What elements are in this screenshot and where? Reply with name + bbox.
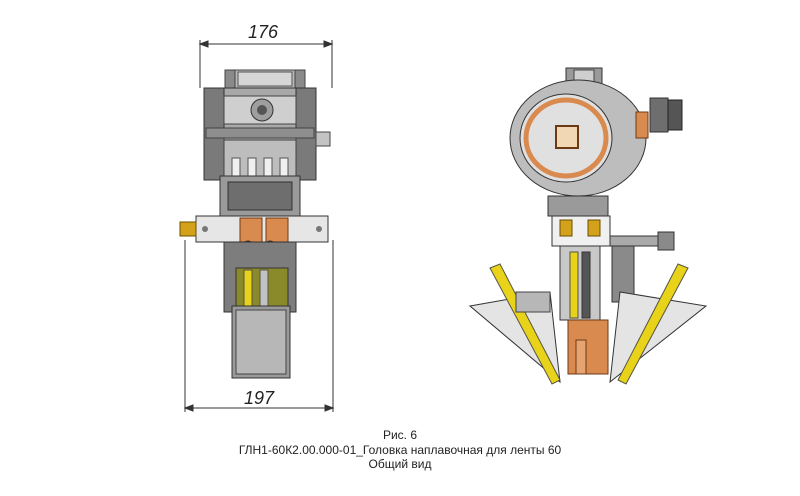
dimension-top: [198, 40, 334, 88]
figure-title: ГЛН1-60К2.00.000-01_Головка наплавочная …: [238, 443, 562, 457]
front-view: [179, 40, 335, 412]
figure-number: Рис. 6: [382, 428, 418, 442]
side-view: [468, 67, 708, 385]
dimension-bottom: [183, 240, 335, 412]
dimension-top-label: 176: [248, 22, 279, 42]
figure-subtitle: Общий вид: [368, 457, 432, 471]
dimension-bottom-label: 197: [244, 388, 275, 408]
